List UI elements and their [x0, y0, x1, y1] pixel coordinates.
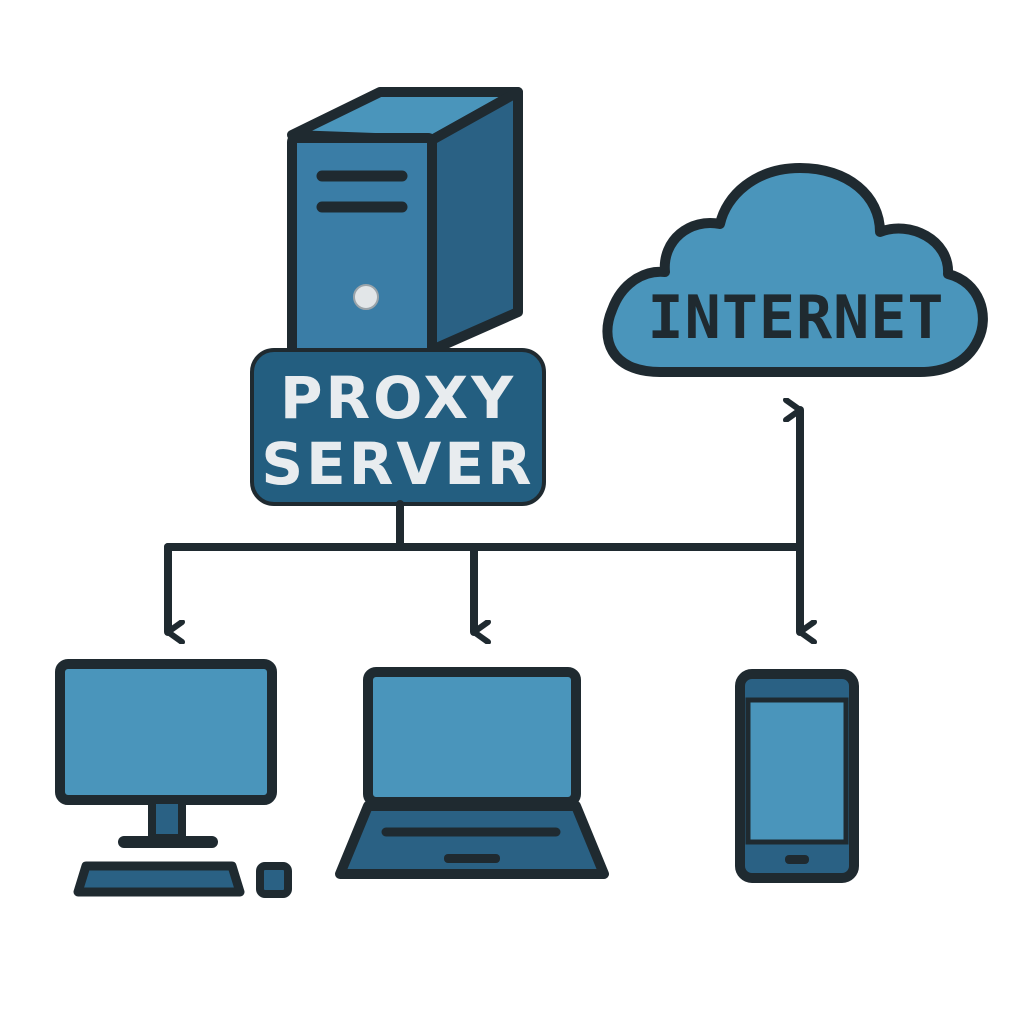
smartphone-icon	[735, 669, 859, 883]
desktop-keyboard	[73, 861, 245, 897]
laptop-trackpad	[444, 854, 500, 863]
phone-screen	[745, 697, 849, 845]
cloud-icon: INTERNET	[602, 163, 988, 377]
proxy-server-label: PROXY SERVER	[250, 348, 546, 506]
laptop-base	[335, 801, 609, 879]
server-side-face	[427, 87, 523, 355]
server-power-button	[353, 284, 379, 310]
internet-label: INTERNET	[648, 283, 945, 353]
cloud-shape	[602, 163, 988, 377]
laptop-icon	[335, 667, 609, 879]
connection-lines	[164, 410, 800, 632]
phone-home-button	[785, 855, 809, 864]
server-tower-icon	[287, 87, 523, 365]
laptop-screen	[363, 667, 581, 807]
proxy-label-line1: PROXY	[280, 364, 516, 432]
desktop-mouse	[256, 862, 292, 898]
desktop-monitor	[55, 659, 277, 805]
desktop-computer-icon	[55, 659, 292, 898]
proxy-label-line2: SERVER	[261, 430, 534, 498]
desktop-stand-neck	[148, 796, 186, 842]
